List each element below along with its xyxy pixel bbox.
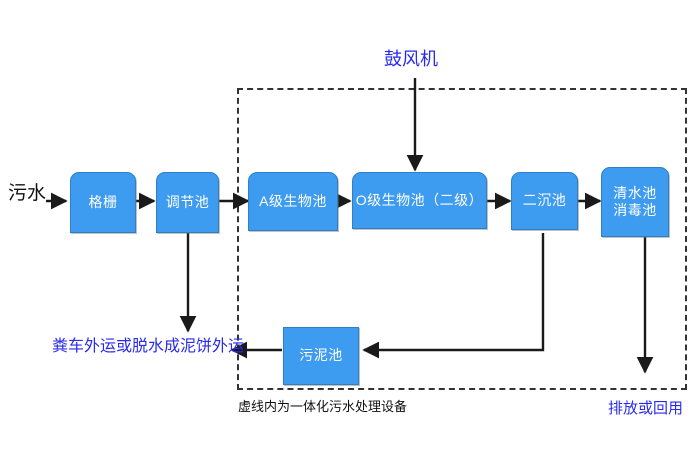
node-secondary-clarifier[interactable]: 二沉池 [511,172,578,230]
node-grille[interactable]: 格栅 [70,172,136,233]
blower-label: 鼓风机 [384,49,438,69]
effluent-label: 排放或回用 [608,400,684,417]
node-o-stage-bioreactor[interactable]: O级生物池（二级） [352,172,487,229]
node-a-stage-bioreactor[interactable]: A级生物池 [248,172,338,231]
diagram-caption: 虚线内为一体化污水处理设备 [238,399,408,414]
node-sludge-tank[interactable]: 污泥池 [283,327,359,385]
inlet-label: 污水 [8,183,47,204]
sludge-disposal-label: 粪车外运或脱水成泥饼外运 [52,338,245,355]
node-regulating-tank[interactable]: 调节池 [156,172,219,233]
integrated-equipment-boundary [237,88,687,390]
node-clearwater-disinfection-tank[interactable]: 清水池 消毒池 [601,167,669,237]
